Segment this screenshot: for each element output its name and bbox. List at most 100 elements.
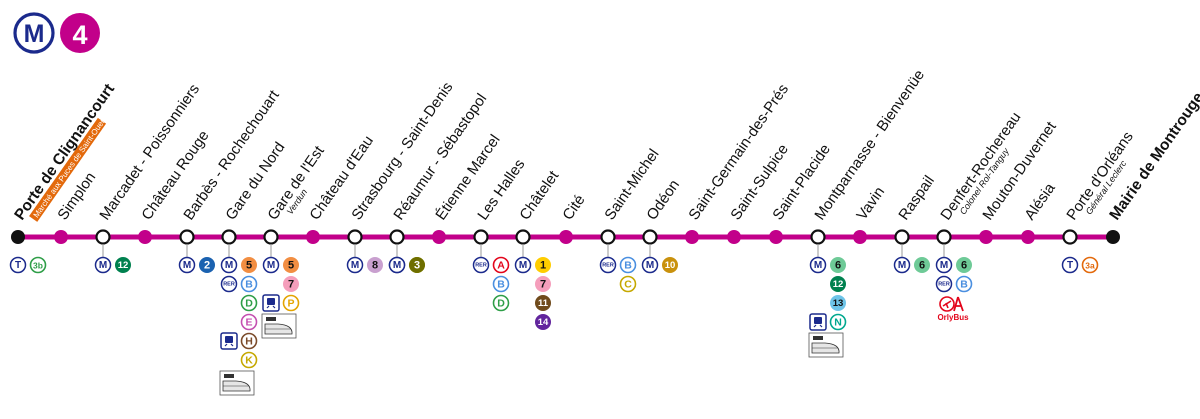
interchange-dot [95,229,111,245]
interchange-dot [515,229,531,245]
station-name: Cité [559,192,588,224]
station-name: Châtelet [516,167,562,223]
svg-text:11: 11 [538,298,549,309]
interchange-dot [179,229,195,245]
svg-text:T: T [15,260,21,271]
svg-text:M: M [351,260,359,271]
svg-text:7: 7 [288,279,294,291]
svg-text:RER: RER [938,282,950,288]
svg-text:B: B [624,260,632,272]
svg-text:1: 1 [540,260,546,272]
svg-text:8: 8 [372,260,378,272]
interchange-dot [263,229,279,245]
svg-text:12: 12 [118,260,129,271]
svg-text:6: 6 [961,260,967,272]
svg-text:RER: RER [602,263,614,269]
svg-text:Châtelet: Châtelet [516,167,562,223]
metro-logo: M [13,12,55,54]
interchange-dot [221,229,237,245]
line-4-badge: 4 [60,13,100,53]
svg-text:4: 4 [72,20,87,50]
station-name: Alésia [1021,180,1059,224]
svg-text:RER: RER [223,282,235,288]
svg-text:Cité: Cité [559,192,588,224]
interchange-dot [936,229,952,245]
interchange-dot [894,229,910,245]
terminus-dot [1106,230,1120,244]
svg-text:RER: RER [475,263,487,269]
svg-text:14: 14 [538,317,549,328]
svg-text:M: M [646,260,654,271]
station-dot [559,230,573,244]
svg-text:B: B [497,279,505,291]
svg-text:M: M [99,260,107,271]
svg-text:N: N [834,317,842,329]
station-dot [54,230,68,244]
svg-text:D: D [497,298,505,310]
svg-text:B: B [245,279,253,291]
svg-text:M: M [814,260,822,271]
svg-text:OrlyBus: OrlyBus [937,313,969,322]
svg-text:D: D [245,298,253,310]
station-dot [138,230,152,244]
svg-text:C: C [624,279,632,291]
interchange-dot [389,229,405,245]
svg-text:3a: 3a [1085,261,1095,271]
interchange-dot [600,229,616,245]
svg-text:Alésia: Alésia [1021,180,1059,224]
svg-text:E: E [245,317,252,329]
station-name: Vavin [853,184,888,224]
station-dot [769,230,783,244]
svg-text:5: 5 [246,260,252,272]
svg-text:H: H [245,336,253,348]
svg-text:M: M [225,260,233,271]
interchange-dot [473,229,489,245]
svg-text:12: 12 [833,279,844,290]
svg-text:T: T [1067,260,1073,271]
svg-text:B: B [960,279,968,291]
svg-text:A: A [497,260,505,272]
svg-text:M: M [898,260,906,271]
interchange-dot [642,229,658,245]
svg-text:6: 6 [919,260,925,272]
svg-text:10: 10 [665,260,676,271]
station-dot [727,230,741,244]
svg-text:3b: 3b [33,261,43,271]
station-dot [853,230,867,244]
station-dot [432,230,446,244]
svg-text:M: M [24,20,45,48]
svg-text:M: M [267,260,275,271]
svg-text:M: M [519,260,527,271]
svg-text:6: 6 [835,260,841,272]
svg-text:5: 5 [288,260,294,272]
svg-text:K: K [245,355,253,367]
station-dot [1021,230,1035,244]
svg-text:7: 7 [540,279,546,291]
svg-text:Vavin: Vavin [853,184,888,224]
svg-text:3: 3 [414,260,420,272]
svg-text:Odéon: Odéon [643,177,683,224]
svg-text:M: M [393,260,401,271]
svg-text:13: 13 [833,298,844,309]
interchange-dot [347,229,363,245]
svg-text:Raspail: Raspail [895,173,938,224]
svg-text:M: M [183,260,191,271]
station-name: Raspail [895,173,938,224]
station-dot [685,230,699,244]
terminus-dot [11,230,25,244]
svg-text:2: 2 [204,260,210,272]
station-dot [306,230,320,244]
svg-text:M: M [940,260,948,271]
station-name: Odéon [643,177,683,224]
station-25[interactable]: Alésia [1021,180,1059,244]
svg-text:P: P [287,298,294,310]
interchange-dot [810,229,826,245]
interchange-dot [1062,229,1078,245]
